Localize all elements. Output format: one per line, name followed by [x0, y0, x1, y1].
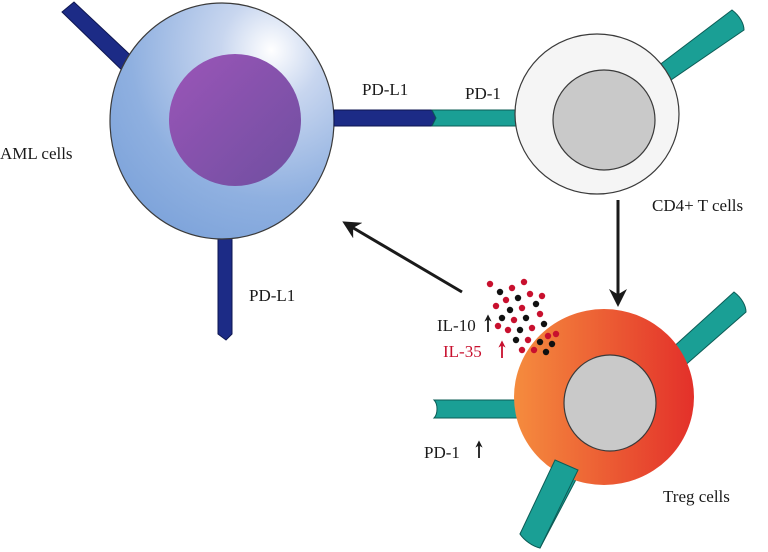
- cytokine-dot-red: [518, 346, 526, 354]
- cytokine-dot-black: [498, 314, 506, 322]
- treg-receptor-top-right: [669, 291, 747, 369]
- aml-nucleus: [169, 54, 301, 186]
- il-35-label: IL-35: [443, 342, 482, 361]
- cytokine-dot-red: [504, 326, 512, 334]
- cytokine-dot-black: [536, 338, 544, 346]
- treg-to-aml-arrow: [342, 221, 463, 294]
- cytokine-dot-red: [520, 278, 528, 286]
- cytokine-dot-red: [486, 280, 494, 288]
- cytokine-dot-red: [552, 330, 560, 338]
- cytokine-dot-black: [514, 294, 522, 302]
- cytokine-dot-black: [548, 340, 556, 348]
- pd-l1-bottom-label: PD-L1: [249, 286, 295, 305]
- cytokine-dot-red: [538, 292, 546, 300]
- aml-pd-l1-receptor-bottom: [217, 235, 233, 341]
- cytokine-dot-red: [502, 296, 510, 304]
- pd-1-treg-label: PD-1: [424, 443, 460, 462]
- aml-cells-label: AML cells: [0, 144, 73, 163]
- cytokine-dot-red: [510, 316, 518, 324]
- cytokine-dot-black: [540, 320, 548, 328]
- pd-1-receptor: [431, 109, 523, 127]
- pd-l1-top-label: PD-L1: [362, 80, 408, 99]
- cytokine-dot-red: [536, 310, 544, 318]
- cytokine-dot-black: [516, 326, 524, 334]
- t-cell-nucleus: [552, 69, 656, 171]
- pd-l1-pd-1-bridge: [333, 109, 523, 127]
- cytokine-dot-red: [494, 322, 502, 330]
- pd-1-top-label: PD-1: [465, 84, 501, 103]
- cd4-t-cells-label: CD4+ T cells: [652, 196, 743, 215]
- il-10-label: IL-10: [437, 316, 476, 335]
- cytokine-dot-red: [530, 346, 538, 354]
- treg-cell: [432, 291, 747, 549]
- treg-cells-label: Treg cells: [663, 487, 730, 506]
- cytokine-dot-red: [524, 336, 532, 344]
- cytokine-dot-black: [496, 288, 504, 296]
- cytokine-dot-black: [542, 348, 550, 356]
- aml-cell: [61, 1, 335, 341]
- cytokine-dot-red: [526, 290, 534, 298]
- pd-l1-ligand: [333, 109, 437, 127]
- cytokine-dot-red: [492, 302, 500, 310]
- cytokine-dot-red: [544, 332, 552, 340]
- cytokine-dot-red: [508, 284, 516, 292]
- cytokine-dot-black: [532, 300, 540, 308]
- cytokine-dot-black: [522, 314, 530, 322]
- cd4-t-cell: [514, 9, 745, 195]
- cytokine-dot-red: [528, 324, 536, 332]
- cytokine-dot-black: [506, 306, 514, 314]
- cytokine-dot-red: [518, 304, 526, 312]
- t-cell-receptor-top-right: [657, 9, 745, 83]
- treg-receptor-left: [432, 399, 529, 419]
- cytokine-cluster: [486, 278, 560, 356]
- treg-receptor-bottom-overlay: [519, 459, 579, 549]
- treg-nucleus: [563, 354, 657, 452]
- cytokine-dot-black: [512, 336, 520, 344]
